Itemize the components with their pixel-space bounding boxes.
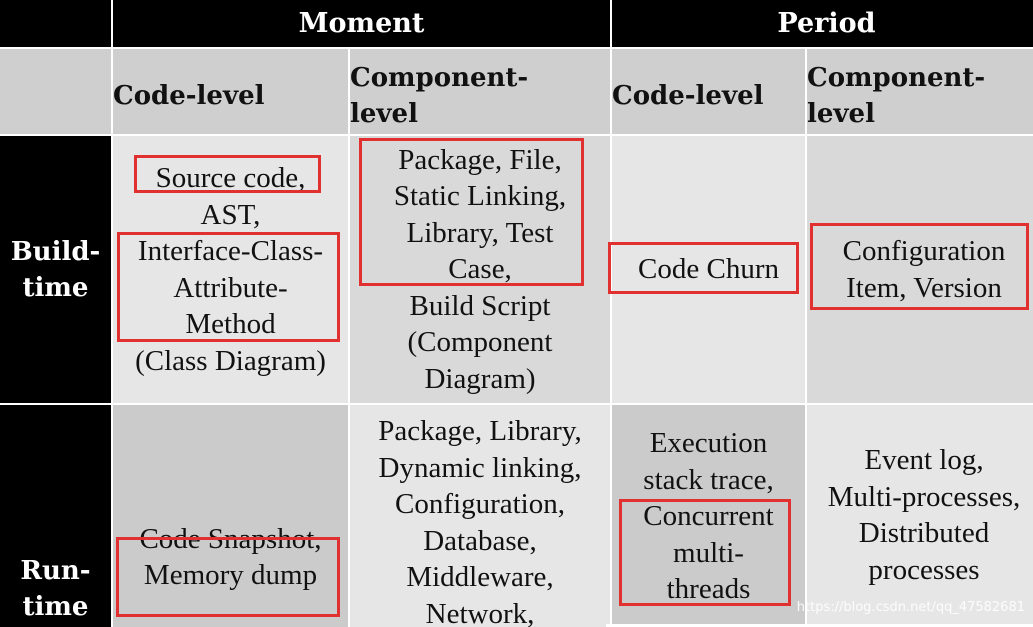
run-moment-component-line4: Database,	[423, 524, 537, 557]
build-time-label-line2: time	[22, 272, 89, 303]
run-period-code-line4: multi-	[673, 536, 744, 569]
bottom-divider	[606, 624, 1033, 627]
run-period-code-cell: Execution stack trace, Concurrent multi-…	[612, 405, 805, 627]
build-time-row-header: Build- time	[0, 136, 111, 403]
period-component-level-label-line1: Component-	[807, 62, 986, 93]
run-moment-component-line5: Middleware,	[406, 561, 554, 593]
build-moment-code-line5: Method	[185, 308, 276, 340]
period-component-level-label-line2: level	[807, 98, 875, 129]
period-header-label: Period	[777, 8, 876, 39]
run-period-component-line2: Multi-processes,	[827, 480, 1021, 513]
period-code-level-label: Code-level	[612, 80, 764, 111]
moment-component-level-label-line1: Component-	[350, 62, 529, 93]
moment-code-level-label: Code-level	[113, 80, 265, 111]
build-moment-code-line2: AST,	[200, 198, 261, 231]
moment-component-level-header: Component- level	[350, 49, 610, 134]
run-time-label-line1: Run-	[20, 556, 91, 586]
run-time-label-line2: time	[22, 592, 89, 622]
run-period-component-line4: processes	[868, 553, 980, 586]
build-moment-code-line6: (Class Diagram)	[135, 344, 326, 377]
build-period-code-line1: Code Churn	[638, 253, 779, 286]
build-moment-component-line1: Package, File,	[398, 143, 562, 176]
build-moment-code-line3: Interface-Class-	[137, 235, 324, 267]
build-period-code-cell: Code Churn	[612, 136, 805, 403]
build-moment-component-line3: Library, Test	[406, 216, 554, 249]
build-period-component-line2: Item, Version	[846, 271, 1002, 304]
run-moment-code-cell: Code Snapshot, Memory dump	[113, 405, 348, 627]
run-period-component-line3: Distributed	[858, 517, 990, 549]
build-moment-component-line7: Diagram)	[424, 362, 536, 395]
period-code-level-header: Code-level	[612, 49, 805, 134]
moment-header-label: Moment	[298, 8, 425, 39]
build-moment-component-cell: Package, File, Static Linking, Library, …	[350, 136, 610, 403]
run-moment-component-line2: Dynamic linking,	[378, 451, 582, 484]
run-period-code-line2: stack trace,	[643, 463, 774, 496]
run-period-component-line1: Event log,	[864, 444, 984, 476]
build-time-label-line1: Build-	[10, 236, 101, 267]
build-period-component-line1: Configuration	[842, 235, 1006, 267]
build-moment-code-cell: Source code, AST, Interface-Class- Attri…	[113, 136, 348, 403]
run-moment-component-cell: Package, Library, Dynamic linking, Confi…	[350, 405, 610, 627]
run-period-code-line1: Execution	[649, 427, 768, 459]
build-moment-code-line1: Source code,	[155, 162, 306, 194]
run-moment-code-line1: Code Snapshot,	[139, 522, 322, 555]
run-period-code-line3: Concurrent	[643, 500, 774, 532]
build-moment-component-line6: (Component	[407, 326, 553, 359]
build-moment-component-line2: Static Linking,	[393, 180, 567, 213]
build-moment-component-line4: Case,	[448, 253, 512, 286]
run-period-component-cell: Event log, Multi-processes, Distributed …	[807, 405, 1033, 627]
build-moment-component-line5: Build Script	[409, 289, 551, 322]
run-period-code-line5: threads	[666, 573, 751, 605]
build-period-component-cell: Configuration Item, Version	[807, 136, 1033, 403]
moment-component-level-label-line2: level	[350, 98, 418, 129]
corner-header-cell	[0, 0, 111, 47]
run-time-row-header: Run- time	[0, 405, 111, 627]
run-moment-component-line6: Network,	[425, 597, 535, 627]
period-header: Period	[612, 0, 1033, 47]
corner-subheader-cell	[0, 49, 111, 134]
moment-header: Moment	[113, 0, 610, 47]
run-moment-code-line2: Memory dump	[143, 559, 318, 591]
period-component-level-header: Component- level	[807, 49, 1033, 134]
watermark-text: https://blog.csdn.net/qq_47582681	[796, 600, 1025, 615]
moment-code-level-header: Code-level	[113, 49, 348, 134]
run-moment-component-line3: Configuration,	[395, 488, 565, 520]
build-moment-code-line4: Attribute-	[173, 271, 288, 304]
run-moment-component-line1: Package, Library,	[378, 415, 582, 447]
